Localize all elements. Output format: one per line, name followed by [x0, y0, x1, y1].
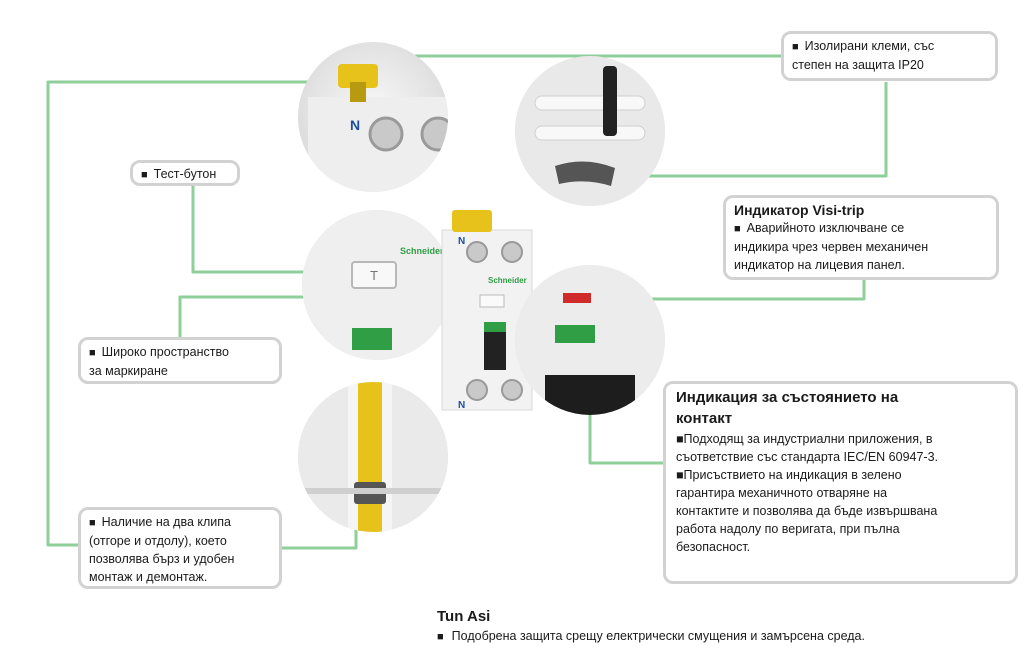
indicator-illustration — [515, 265, 665, 415]
callout-line: Тест-бутон — [141, 165, 229, 184]
callout-marking-space: Широко пространство за маркиране — [78, 337, 282, 384]
product-n-top: N — [458, 236, 466, 247]
connector-ip20 — [590, 82, 888, 178]
callout-line: индикира чрез червен механичен — [734, 240, 929, 254]
callout-title: контакт — [676, 410, 733, 427]
brand-logo: Schneider — [400, 246, 444, 256]
insulated-terminal-illustration — [515, 56, 665, 206]
connector-top-clip — [46, 80, 346, 547]
callout-line: ■Присъствието на индикация в зелено — [676, 468, 902, 482]
callout-line: индикатор на лицевия панел. — [734, 258, 905, 272]
callout-visi-trip: Индикатор Visi-trip Аварийното изключван… — [723, 195, 999, 280]
terminal-n-label: N — [350, 117, 361, 133]
callout-line: за маркиране — [89, 364, 168, 378]
product-brand-label: Schneider — [488, 276, 527, 285]
connector-visi-trip — [592, 280, 866, 301]
green-indicator — [555, 325, 595, 343]
callout-line: ■Подходящ за индустриални приложения, в — [676, 432, 933, 446]
callout-two-clips: Наличие на два клипа (отгоре и отдолу), … — [78, 507, 282, 589]
callout-line: позволява бърз и удобен — [89, 552, 235, 566]
callout-line: Аварийното изключване се — [734, 219, 988, 238]
callout-title: Индикация за състоянието на — [676, 389, 899, 406]
callout-line: (отгоре и отдолу), което — [89, 534, 227, 548]
callout-line: Наличие на два клипа — [89, 513, 271, 532]
footer-text: Подобрена защита срещу електрически смущ… — [437, 629, 865, 643]
top-clip-shape — [338, 64, 378, 88]
closeup-top-terminals: N — [298, 42, 448, 192]
closeup-insulated-terminals — [515, 56, 665, 206]
svg-text:T: T — [369, 269, 378, 283]
callout-test-button: Тест-бутон — [130, 160, 240, 186]
bottom-clip-illustration — [298, 382, 448, 532]
closeup-indicators — [515, 265, 665, 415]
callout-line: Широко пространство — [89, 343, 271, 362]
bottom-clip-shape — [358, 382, 382, 532]
callout-line: контактите и позволява да бъде извършван… — [676, 504, 938, 518]
callout-line: работа надолу по веригата, при пълна — [676, 522, 900, 536]
callout-contact-state: Индикация за състоянието на контакт ■Под… — [663, 381, 1018, 584]
callout-line: безопасност. — [676, 540, 751, 554]
callout-insulated-terminals: Изолирани клеми, със степен на защита IP… — [781, 31, 998, 81]
screwdriver-shape — [603, 66, 617, 136]
terminal-closeup-illustration — [308, 64, 448, 192]
callout-title: Индикатор Visi-trip — [734, 202, 865, 218]
green-label — [352, 328, 392, 350]
callout-line: степен на защита IP20 — [792, 58, 924, 72]
callout-line: съответствие със стандарта IEC/EN 60947-… — [676, 450, 939, 464]
closeup-test-button: T Schneider — [302, 210, 452, 360]
callout-line: монтаж и демонтаж. — [89, 570, 208, 584]
closeup-bottom-clip — [298, 382, 448, 532]
test-button-illustration: T — [302, 210, 452, 360]
red-indicator — [563, 293, 591, 303]
callout-line: гарантира механичното отваряне на — [676, 486, 888, 500]
footer-title: Tun Asi — [437, 608, 491, 625]
product-n-bottom: N — [458, 400, 466, 411]
callout-line: Изолирани клеми, със — [792, 37, 987, 56]
connector-test-button — [191, 184, 352, 274]
